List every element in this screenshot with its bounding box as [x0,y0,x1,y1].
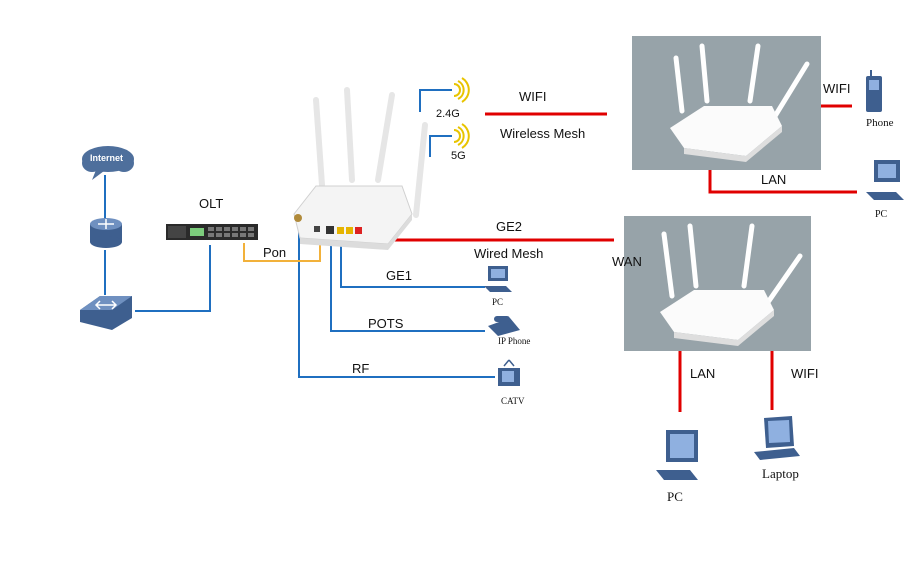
catv-label: CATV [501,396,525,406]
internet-cloud-icon [82,146,134,180]
pc-ge1-label: PC [492,297,504,307]
laptop-label: Laptop [762,466,799,481]
link-5g [429,135,452,157]
rf-label: RF [352,361,370,376]
phone-label: Phone [866,117,894,129]
link-ge1 [340,240,485,288]
wifi-signal-24g-icon [453,77,470,103]
link-switch-olt [135,245,211,312]
pc-bottom-icon [656,430,698,480]
catv-icon [498,359,520,386]
wireless-mesh-label: Wireless Mesh [500,126,586,141]
link-rf [298,222,495,378]
switch-icon [80,296,132,330]
link-lan-top [708,163,857,194]
pots-label: POTS [368,316,404,331]
wifi-top-label: WIFI [519,89,547,104]
link-pots [330,240,485,332]
laptop-icon [754,416,800,460]
pon-label: Pon [263,245,287,260]
pc-ge1-icon [484,266,512,292]
wifi-bottom-label: WIFI [791,366,819,381]
internet-label: Internet [90,153,124,163]
olt-device-icon [166,224,258,240]
lan-top-label: LAN [761,172,787,187]
onu-router-icon [293,87,428,250]
ip-phone-label: IP Phone [498,336,531,346]
ge2-label: GE2 [496,219,523,234]
core-router-icon [90,218,122,248]
link-pon [243,232,321,262]
pc-top-icon [866,160,904,200]
pc-top-label: PC [875,209,888,220]
mesh-router-wireless-icon [670,43,810,162]
band-5g-label: 5G [451,150,466,162]
band-24g-label: 2.4G [436,108,460,120]
pc-bottom-label: PC [667,489,683,504]
wifi-signal-5g-icon [453,123,470,149]
link-24g [419,89,452,112]
lan-bottom-label: LAN [690,366,716,381]
mesh-router-wired-icon [660,223,803,346]
wan-label: WAN [612,254,642,269]
wired-mesh-label: Wired Mesh [474,246,544,261]
olt-label: OLT [199,196,224,211]
wifi-right-label: WIFI [823,81,851,96]
ge1-label: GE1 [386,268,413,283]
mobile-phone-icon [866,70,882,112]
mesh-router-wired-photo [624,216,811,351]
mesh-router-wireless-photo [632,36,821,170]
ip-phone-icon [488,316,520,336]
